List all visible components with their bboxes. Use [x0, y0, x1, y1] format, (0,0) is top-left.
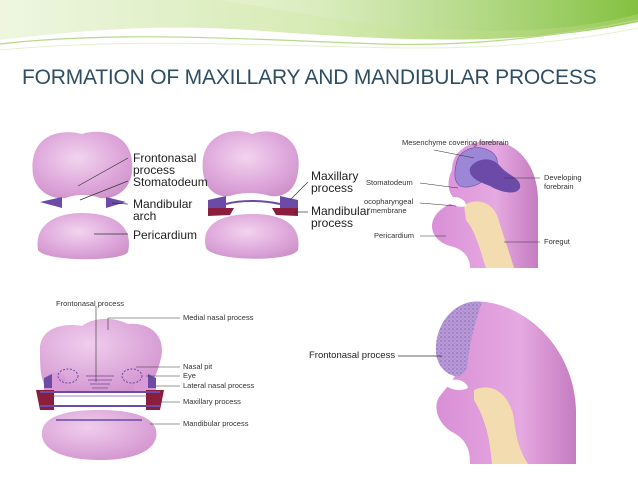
- right-nasal-pit: [121, 368, 143, 384]
- label-maxillary-process-4: Maxillary process: [183, 397, 241, 406]
- label-developing-line1: Developing: [544, 173, 582, 182]
- label-medial-nasal-process: Medial nasal process: [183, 313, 254, 322]
- label-maxillary-line1: Maxillary: [311, 169, 359, 183]
- label-developing-line2: forebrain: [544, 181, 574, 191]
- mandibular-arch-shape: [37, 213, 129, 260]
- label-foregut: Foregut: [544, 237, 570, 246]
- figure-5-drawing: [398, 301, 576, 464]
- slide-title: FORMATION OF MAXILLARY AND MANDIBULAR PR…: [22, 66, 597, 89]
- right-mandibular-arch-knob: [106, 197, 126, 208]
- label-mandibular-process-4: Mandibular process: [183, 419, 249, 428]
- frontonasal-process-shape-4: [39, 318, 162, 392]
- label-pericardium: Pericardium: [133, 228, 198, 242]
- stomatodeum-band: [43, 395, 157, 407]
- label-frontonasal-process-4: Frontonasal process: [56, 299, 124, 308]
- label-pericardium-3: Pericardium: [374, 231, 415, 240]
- label-nasal-pit: Nasal pit: [183, 362, 213, 371]
- label-oropharyngeal-line1: ocopharyngeal: [364, 197, 414, 206]
- label-mandibular-process-line1: Mandibular: [311, 204, 371, 218]
- label-mandibular-process: Mandibular process: [311, 205, 370, 229]
- frontonasal-process-shape-2: [202, 131, 299, 197]
- label-frontonasal-line1: Frontonasal: [133, 151, 197, 165]
- right-eye: [148, 374, 156, 388]
- label-developing-forebrain: Developing forebrain: [544, 173, 582, 191]
- label-lateral-nasal-process: Lateral nasal process: [183, 381, 255, 390]
- label-oropharyngeal-line2: membrane: [370, 205, 407, 215]
- embryo-head-shape: [436, 301, 576, 464]
- stomatodeum-notch: [444, 197, 466, 207]
- figure-1-drawing: [32, 131, 133, 260]
- figure-2-drawing: [202, 131, 309, 259]
- header-banner: [0, 0, 638, 51]
- label-frontonasal-line2: process: [133, 163, 176, 177]
- left-eye: [44, 374, 52, 388]
- frontonasal-process-shape: [32, 131, 133, 199]
- label-frontonasal-process-5: Frontonasal process: [309, 350, 396, 361]
- label-maxillary-line2: process: [311, 181, 354, 195]
- label-frontonasal-process: Frontonasal process: [133, 152, 196, 176]
- stomatodeum-shape: [55, 198, 110, 208]
- figure-4-drawing: [36, 306, 180, 460]
- foregut-shape-5: [474, 387, 528, 464]
- left-nasal-pit: [57, 368, 79, 384]
- label-oropharyngeal-membrane: ocopharyngeal membrane: [364, 197, 414, 215]
- frontonasal-process-shape-5: [436, 301, 482, 377]
- left-mandibular-process: [208, 208, 234, 216]
- mandibular-process-shape-4: [41, 410, 157, 460]
- foregut-shape: [464, 201, 514, 268]
- maxillary-bar: [40, 391, 160, 407]
- right-mandibular-process: [272, 208, 298, 216]
- mandibular-process-shape: [205, 214, 299, 259]
- label-mesenchyme: Mesenchyme covering forebrain: [402, 138, 509, 147]
- label-mandibular-line1: Mandibular: [133, 197, 193, 211]
- label-stomatodeum: Stomatodeum: [133, 175, 208, 189]
- label-eye: Eye: [183, 371, 196, 380]
- medial-nasal-striations: [86, 375, 114, 389]
- stomatodeum-notch-5: [444, 379, 468, 391]
- label-mandibular-process-line2: process: [311, 216, 354, 230]
- label-stomatodeum-3: Stomatodeum: [366, 178, 413, 187]
- label-mandibular-arch: Mandibular arch: [133, 198, 192, 222]
- left-mandibular-arch-knob: [40, 197, 62, 208]
- label-maxillary-process: Maxillary process: [311, 170, 358, 194]
- developing-forebrain-shape: [469, 159, 521, 193]
- label-mandibular-line2: arch: [133, 209, 157, 223]
- figure-3-drawing: [419, 141, 540, 268]
